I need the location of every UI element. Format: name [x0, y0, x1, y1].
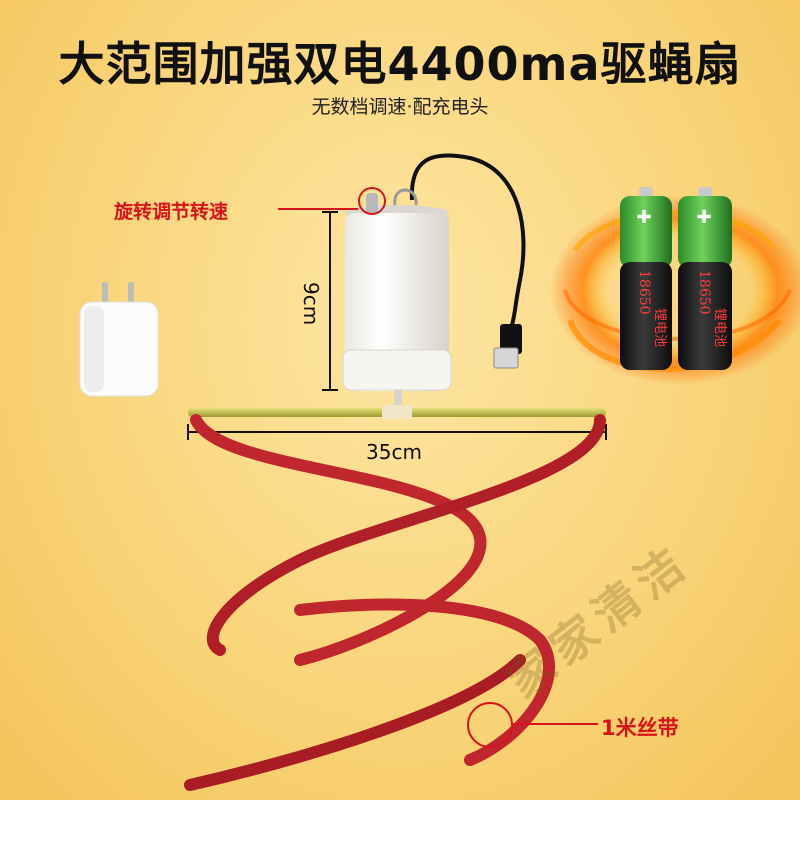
battery-plus-icon: ✚: [696, 207, 711, 228]
fire-swirl-decoration: [550, 195, 800, 385]
speed-knob-highlight: [358, 187, 386, 215]
speed-knob-callout: 旋转调节转速: [114, 201, 229, 223]
battery-left: ✚: [620, 187, 672, 370]
battery-right-label: 锂电池: [712, 308, 727, 347]
product-illustration: ✚ ✚ 18650 锂电池 18650 锂电池 9cm: [79, 153, 800, 791]
fan-body: [342, 188, 452, 408]
battery-left-model: 18650: [636, 270, 652, 315]
speed-knob: [366, 193, 378, 213]
battery-plus-icon: ✚: [636, 207, 651, 228]
product-subtitle: 无数档调速·配充电头: [311, 96, 489, 118]
width-dimension-line: [187, 424, 607, 440]
battery-left-label: 锂电池: [652, 308, 667, 347]
height-label: 9cm: [299, 282, 323, 325]
ribbon-highlight: [467, 702, 513, 748]
width-label: 35cm: [366, 440, 422, 464]
fan-rod: [188, 405, 606, 419]
ribbon-streamers: [184, 414, 606, 791]
usb-cable: [409, 153, 526, 369]
height-dimension-line: [322, 211, 338, 391]
ribbon-callout: 1米丝带: [601, 716, 679, 740]
battery-right-model: 18650: [696, 270, 712, 315]
product-title: 大范围加强双电4400ma驱蝇扇: [58, 37, 742, 91]
battery-right: ✚: [678, 187, 732, 370]
charger-adapter: [79, 282, 159, 397]
